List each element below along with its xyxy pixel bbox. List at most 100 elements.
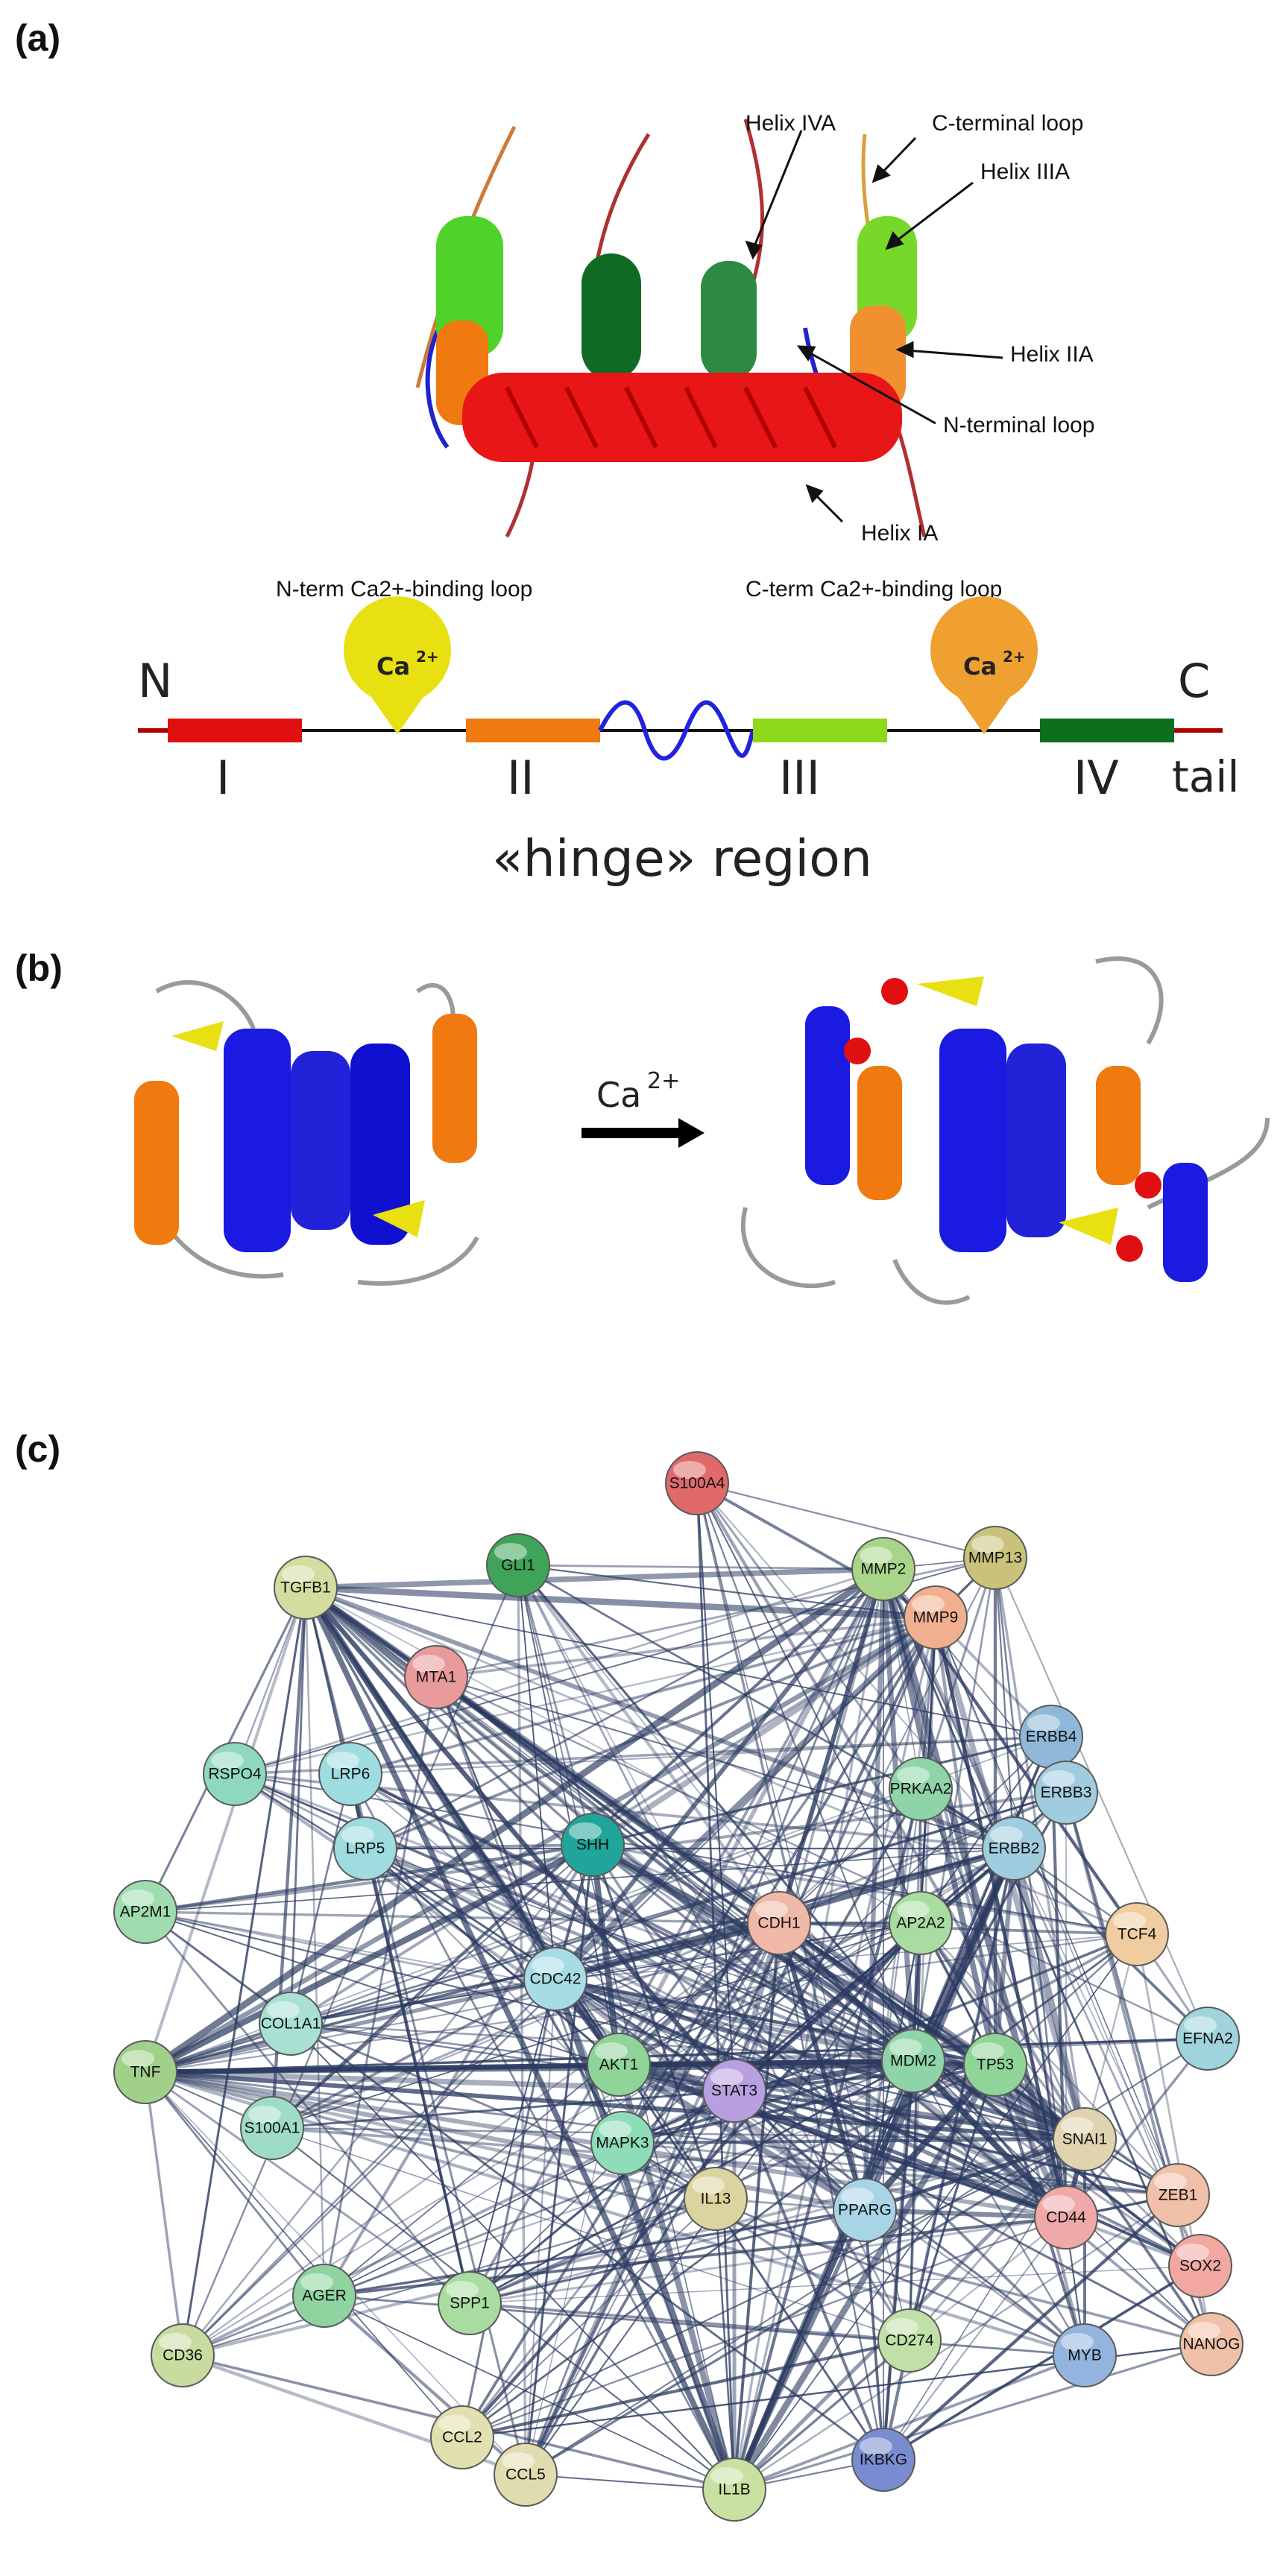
node-prkaa2[interactable]: PRKAA2 xyxy=(889,1757,953,1821)
node-mmp13[interactable]: MMP13 xyxy=(963,1526,1027,1590)
node-label: ZEB1 xyxy=(1159,2187,1198,2204)
node-highlight xyxy=(494,1543,527,1561)
node-label: GLI1 xyxy=(501,1557,535,1574)
label-n-terminal-loop: N-terminal loop xyxy=(943,413,1094,438)
node-gli1[interactable]: GLI1 xyxy=(486,1533,550,1597)
node-cd274[interactable]: CD274 xyxy=(877,2308,942,2373)
node-lrp6[interactable]: LRP6 xyxy=(318,1742,382,1806)
node-label: CDH1 xyxy=(757,1915,800,1932)
edge-CDH1-SNAI1 xyxy=(777,1920,1087,2142)
node-s100a4[interactable]: S100A4 xyxy=(665,1451,729,1515)
segment-III-label: III xyxy=(779,751,820,805)
edge-TGFB1-SHH xyxy=(304,1586,594,1846)
helix-IV-bar xyxy=(1040,719,1174,742)
node-snai1[interactable]: SNAI1 xyxy=(1053,2107,1117,2171)
node-circle xyxy=(1034,2185,1098,2250)
label-helix-iiia: Helix IIIA xyxy=(980,160,1070,184)
edge-LRP5-IL13 xyxy=(365,1848,716,2200)
node-label: TGFB1 xyxy=(280,1579,331,1597)
node-label: CD44 xyxy=(1046,2209,1086,2226)
edge-AKT1-PPARG xyxy=(617,2062,867,2213)
node-sox2[interactable]: SOX2 xyxy=(1168,2234,1232,2298)
node-il13[interactable]: IL13 xyxy=(684,2167,748,2231)
edge-CD274-IL1B xyxy=(733,2339,911,2491)
node-il1b[interactable]: IL1B xyxy=(702,2457,766,2522)
node-cdc42[interactable]: CDC42 xyxy=(523,1947,587,2011)
ca-label-right: Ca xyxy=(963,652,997,681)
node-zeb1[interactable]: ZEB1 xyxy=(1146,2163,1210,2227)
edge-MMP9-LRP6 xyxy=(350,1616,936,1775)
node-highlight xyxy=(595,2042,628,2060)
node-label: MTA1 xyxy=(416,1669,456,1686)
edge-MMP2-MAPK3 xyxy=(621,1568,885,2144)
node-ager[interactable]: AGER xyxy=(292,2264,356,2328)
edge-TGFB1-AGER xyxy=(304,1587,326,2296)
node-mdm2[interactable]: MDM2 xyxy=(881,2029,945,2093)
edge-MDM2-IL1B xyxy=(732,2059,915,2491)
edge-ERBB2-AP2M1 xyxy=(145,1848,1015,1913)
edge-AP2A2-ZEB1 xyxy=(920,1922,1179,2196)
node-s100a1[interactable]: S100A1 xyxy=(240,2096,304,2160)
node-circle xyxy=(1146,2163,1210,2227)
edge-ZEB1-IKBKG xyxy=(882,2194,1179,2461)
node-akt1[interactable]: AKT1 xyxy=(587,2033,651,2097)
node-cd36[interactable]: CD36 xyxy=(151,2323,215,2387)
edge-AP2M1-CDH1 xyxy=(145,1910,780,1925)
node-mmp2[interactable]: MMP2 xyxy=(851,1537,915,1601)
node-tcf4[interactable]: TCF4 xyxy=(1105,1902,1169,1966)
node-col1a1[interactable]: COL1A1 xyxy=(259,1992,323,2056)
edge-MMP9-AKT1 xyxy=(617,1616,937,2066)
edge-AP2A2-AKT1 xyxy=(618,1922,921,2066)
node-lrp5[interactable]: LRP5 xyxy=(333,1816,397,1881)
edge-STAT3-IKBKG xyxy=(733,2090,885,2460)
node-rspo4[interactable]: RSPO4 xyxy=(203,1742,267,1806)
node-ap2a2[interactable]: AP2A2 xyxy=(889,1891,953,1955)
node-nanog[interactable]: NANOG xyxy=(1179,2312,1244,2376)
node-myb[interactable]: MYB xyxy=(1053,2323,1117,2387)
node-spp1[interactable]: SPP1 xyxy=(438,2271,502,2335)
edge-CDH1-CCL2 xyxy=(461,1922,781,2438)
node-circle xyxy=(904,1585,968,1650)
node-label: COL1A1 xyxy=(261,2015,321,2033)
edge-AP2A2-SNAI1 xyxy=(919,1922,1086,2140)
node-mmp9[interactable]: MMP9 xyxy=(904,1585,968,1650)
node-stat3[interactable]: STAT3 xyxy=(702,2059,766,2123)
node-erbb4[interactable]: ERBB4 xyxy=(1019,1705,1083,1769)
node-label: CD274 xyxy=(885,2332,934,2349)
node-label: SPP1 xyxy=(450,2295,490,2312)
node-tnf[interactable]: TNF xyxy=(113,2040,177,2104)
node-label: SOX2 xyxy=(1179,2258,1221,2275)
node-erbb3[interactable]: ERBB3 xyxy=(1034,1761,1098,1825)
node-cd44[interactable]: CD44 xyxy=(1034,2185,1098,2250)
node-label: STAT3 xyxy=(711,2083,757,2100)
node-highlight xyxy=(860,2437,892,2455)
node-circle xyxy=(1034,1761,1098,1825)
edge-MTA1-MDM2 xyxy=(435,1676,914,2062)
node-label: CD36 xyxy=(163,2347,203,2364)
edge-CDC42-TNF xyxy=(145,1977,556,2074)
edge-AP2M1-SNAI1 xyxy=(145,1910,1085,2141)
node-highlight xyxy=(412,1655,445,1673)
node-erbb2[interactable]: ERBB2 xyxy=(982,1816,1046,1881)
node-mta1[interactable]: MTA1 xyxy=(404,1645,468,1709)
edge-TGFB1-RSPO4 xyxy=(233,1587,307,1775)
node-ccl2[interactable]: CCL2 xyxy=(430,2405,494,2469)
edge-MMP2-CDC42 xyxy=(553,1568,886,1980)
node-efna2[interactable]: EFNA2 xyxy=(1176,2007,1240,2071)
node-shh[interactable]: SHH xyxy=(561,1813,625,1877)
node-ap2m1[interactable]: AP2M1 xyxy=(113,1880,177,1944)
node-cdh1[interactable]: CDH1 xyxy=(747,1891,811,1955)
node-ccl5[interactable]: CCL5 xyxy=(494,2443,558,2507)
node-ikbkg[interactable]: IKBKG xyxy=(851,2428,915,2492)
node-circle xyxy=(486,1533,550,1597)
node-tp53[interactable]: TP53 xyxy=(963,2033,1027,2097)
node-label: ERBB3 xyxy=(1041,1784,1092,1802)
edge-CD44-SPP1 xyxy=(469,2216,1067,2305)
node-pparg[interactable]: PPARG xyxy=(833,2178,897,2242)
node-circle xyxy=(274,1556,338,1620)
node-mapk3[interactable]: MAPK3 xyxy=(590,2111,655,2175)
node-tgfb1[interactable]: TGFB1 xyxy=(274,1556,338,1620)
label-helix-iva: Helix IVA xyxy=(746,111,836,136)
ca-arrow-charge: 2+ xyxy=(647,1068,680,1094)
